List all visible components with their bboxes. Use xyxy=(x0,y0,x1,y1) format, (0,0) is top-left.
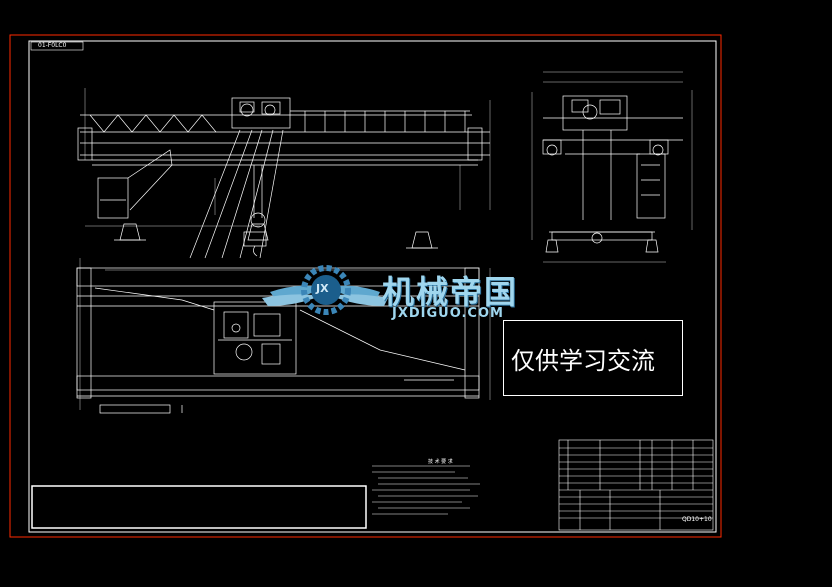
watermark-gear-emblem xyxy=(262,265,388,315)
side-elevation-view xyxy=(531,71,693,263)
title-block-bom xyxy=(558,439,714,531)
badge-letters: JX xyxy=(316,282,329,295)
sheet-code-label: 01-F0LC0 xyxy=(38,42,67,49)
model-label: QD10+10 xyxy=(682,516,712,523)
drawing-frame xyxy=(28,40,717,533)
watermark-brand-cn: 机械帝国 xyxy=(382,273,519,311)
tech-notes-title: 技 术 要 求 xyxy=(428,459,453,465)
notice-box: 仅供学习交流 xyxy=(503,320,683,396)
technical-notes-block xyxy=(372,465,480,515)
notice-text: 仅供学习交流 xyxy=(511,347,655,375)
stamp-box xyxy=(31,485,367,529)
sheet-code-box xyxy=(30,41,84,51)
watermark-brand-en: JXDIGUO.COM xyxy=(392,306,504,321)
plan-view xyxy=(76,258,491,414)
sheet-outer-border xyxy=(9,34,722,538)
front-elevation-view xyxy=(77,88,491,271)
